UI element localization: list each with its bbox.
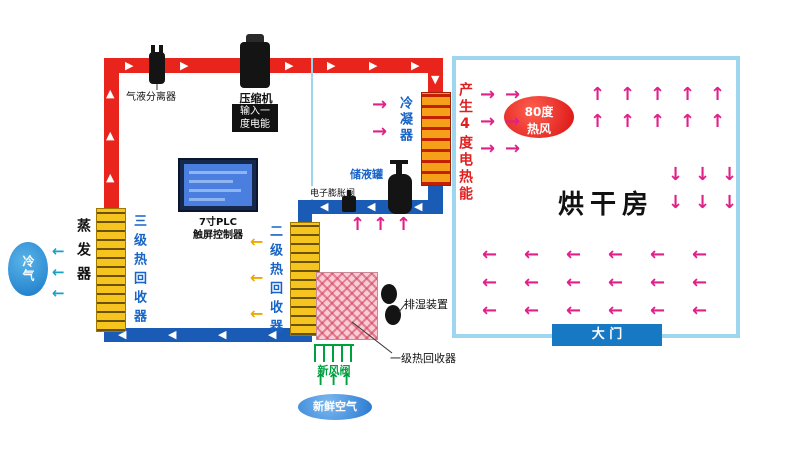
- plc-label-line2: 触屏控制器: [193, 230, 243, 241]
- cold-air-badge: 冷气: [8, 242, 48, 296]
- expansion-valve-stem: [347, 190, 351, 198]
- evaporator-label: 蒸发器: [75, 218, 91, 290]
- cold-air-label: 冷气: [21, 255, 35, 283]
- cold-air-arrow-icon: ←: [52, 242, 65, 260]
- stage2-heat-arrow-icon: ←: [250, 268, 264, 287]
- stage3-label: 三级热回收器: [131, 214, 146, 328]
- expansion-valve: [342, 196, 356, 212]
- separator-stub-right: [159, 45, 163, 53]
- gas-liquid-separator: [149, 52, 165, 84]
- gate-bar: 大 门: [552, 324, 662, 346]
- condenser-coil: [421, 92, 451, 186]
- plc-label-line1: 7寸PLC: [199, 217, 237, 228]
- dehumidifier-fan: [381, 284, 397, 304]
- plc-screen-line: [189, 189, 241, 192]
- section-divider-line: [311, 58, 313, 200]
- stage1-air-arrow-icon: ↑: [350, 214, 366, 235]
- left-pipe-hot: [104, 58, 119, 216]
- storage-tank-label: 储液罐: [350, 168, 383, 181]
- input-power-line2: 度电能: [240, 119, 270, 130]
- dehumidifier-label: 排湿装置: [404, 298, 448, 311]
- condenser-label: 冷凝器: [397, 96, 412, 144]
- expansion-valve-label: 电子膨胀阀: [310, 186, 356, 199]
- stage2-heat-arrow-icon: ←: [250, 304, 264, 323]
- compressor-body: [240, 42, 270, 88]
- fresh-air-badge: 新鲜空气: [298, 394, 372, 420]
- cold-air-arrow-icon: ←: [52, 284, 65, 302]
- stage1-recovery-box: [316, 272, 378, 340]
- fresh-air-valve-grill: [314, 344, 354, 362]
- hot-wind-line1: 80度: [524, 105, 554, 119]
- storage-tank: [388, 174, 412, 214]
- compressor-label: 压缩机: [239, 92, 273, 105]
- drying-room-title: 烘干房: [557, 190, 654, 220]
- stage1-air-arrow-icon: ↑: [373, 214, 389, 235]
- condenser-air-arrow-icon: →: [372, 121, 388, 142]
- plc-screen-line: [189, 198, 225, 201]
- condenser-air-arrow-icon: →: [372, 94, 388, 115]
- separator-label: 气液分离器: [126, 92, 176, 103]
- plc-screen-line: [189, 171, 247, 174]
- plc-label: 7寸PLC 触屏控制器: [172, 216, 264, 242]
- stage2-label: 二级热回收器: [267, 224, 282, 338]
- cold-air-arrow-icon: ←: [52, 263, 65, 281]
- evaporator-coil: [96, 208, 126, 332]
- stage1-air-arrow-icon: ↑: [396, 214, 412, 235]
- tank-stem: [396, 162, 402, 176]
- stage1-label: 一级热回收器: [390, 352, 456, 365]
- top-pipe: [104, 58, 443, 73]
- hot-wind-badge: 80度 热风: [504, 96, 574, 138]
- hot-wind-line2: 热风: [526, 122, 551, 136]
- heat-gain-label: 产生4度电热能: [457, 82, 473, 203]
- dehumidifier-fan: [385, 305, 401, 325]
- right-pipe-hot: [428, 58, 443, 100]
- fresh-air-valve-label: 新风阀: [317, 364, 351, 377]
- plc-screen-frame: [178, 158, 258, 212]
- plc-screen-line: [189, 180, 233, 183]
- bottom-pipe: [104, 328, 312, 342]
- middle-pipe: [298, 200, 443, 214]
- input-power-box: 输入一 度电能: [232, 104, 278, 132]
- plc-screen: [184, 164, 252, 206]
- input-power-line1: 输入一: [240, 106, 270, 117]
- separator-stub-left: [151, 45, 155, 53]
